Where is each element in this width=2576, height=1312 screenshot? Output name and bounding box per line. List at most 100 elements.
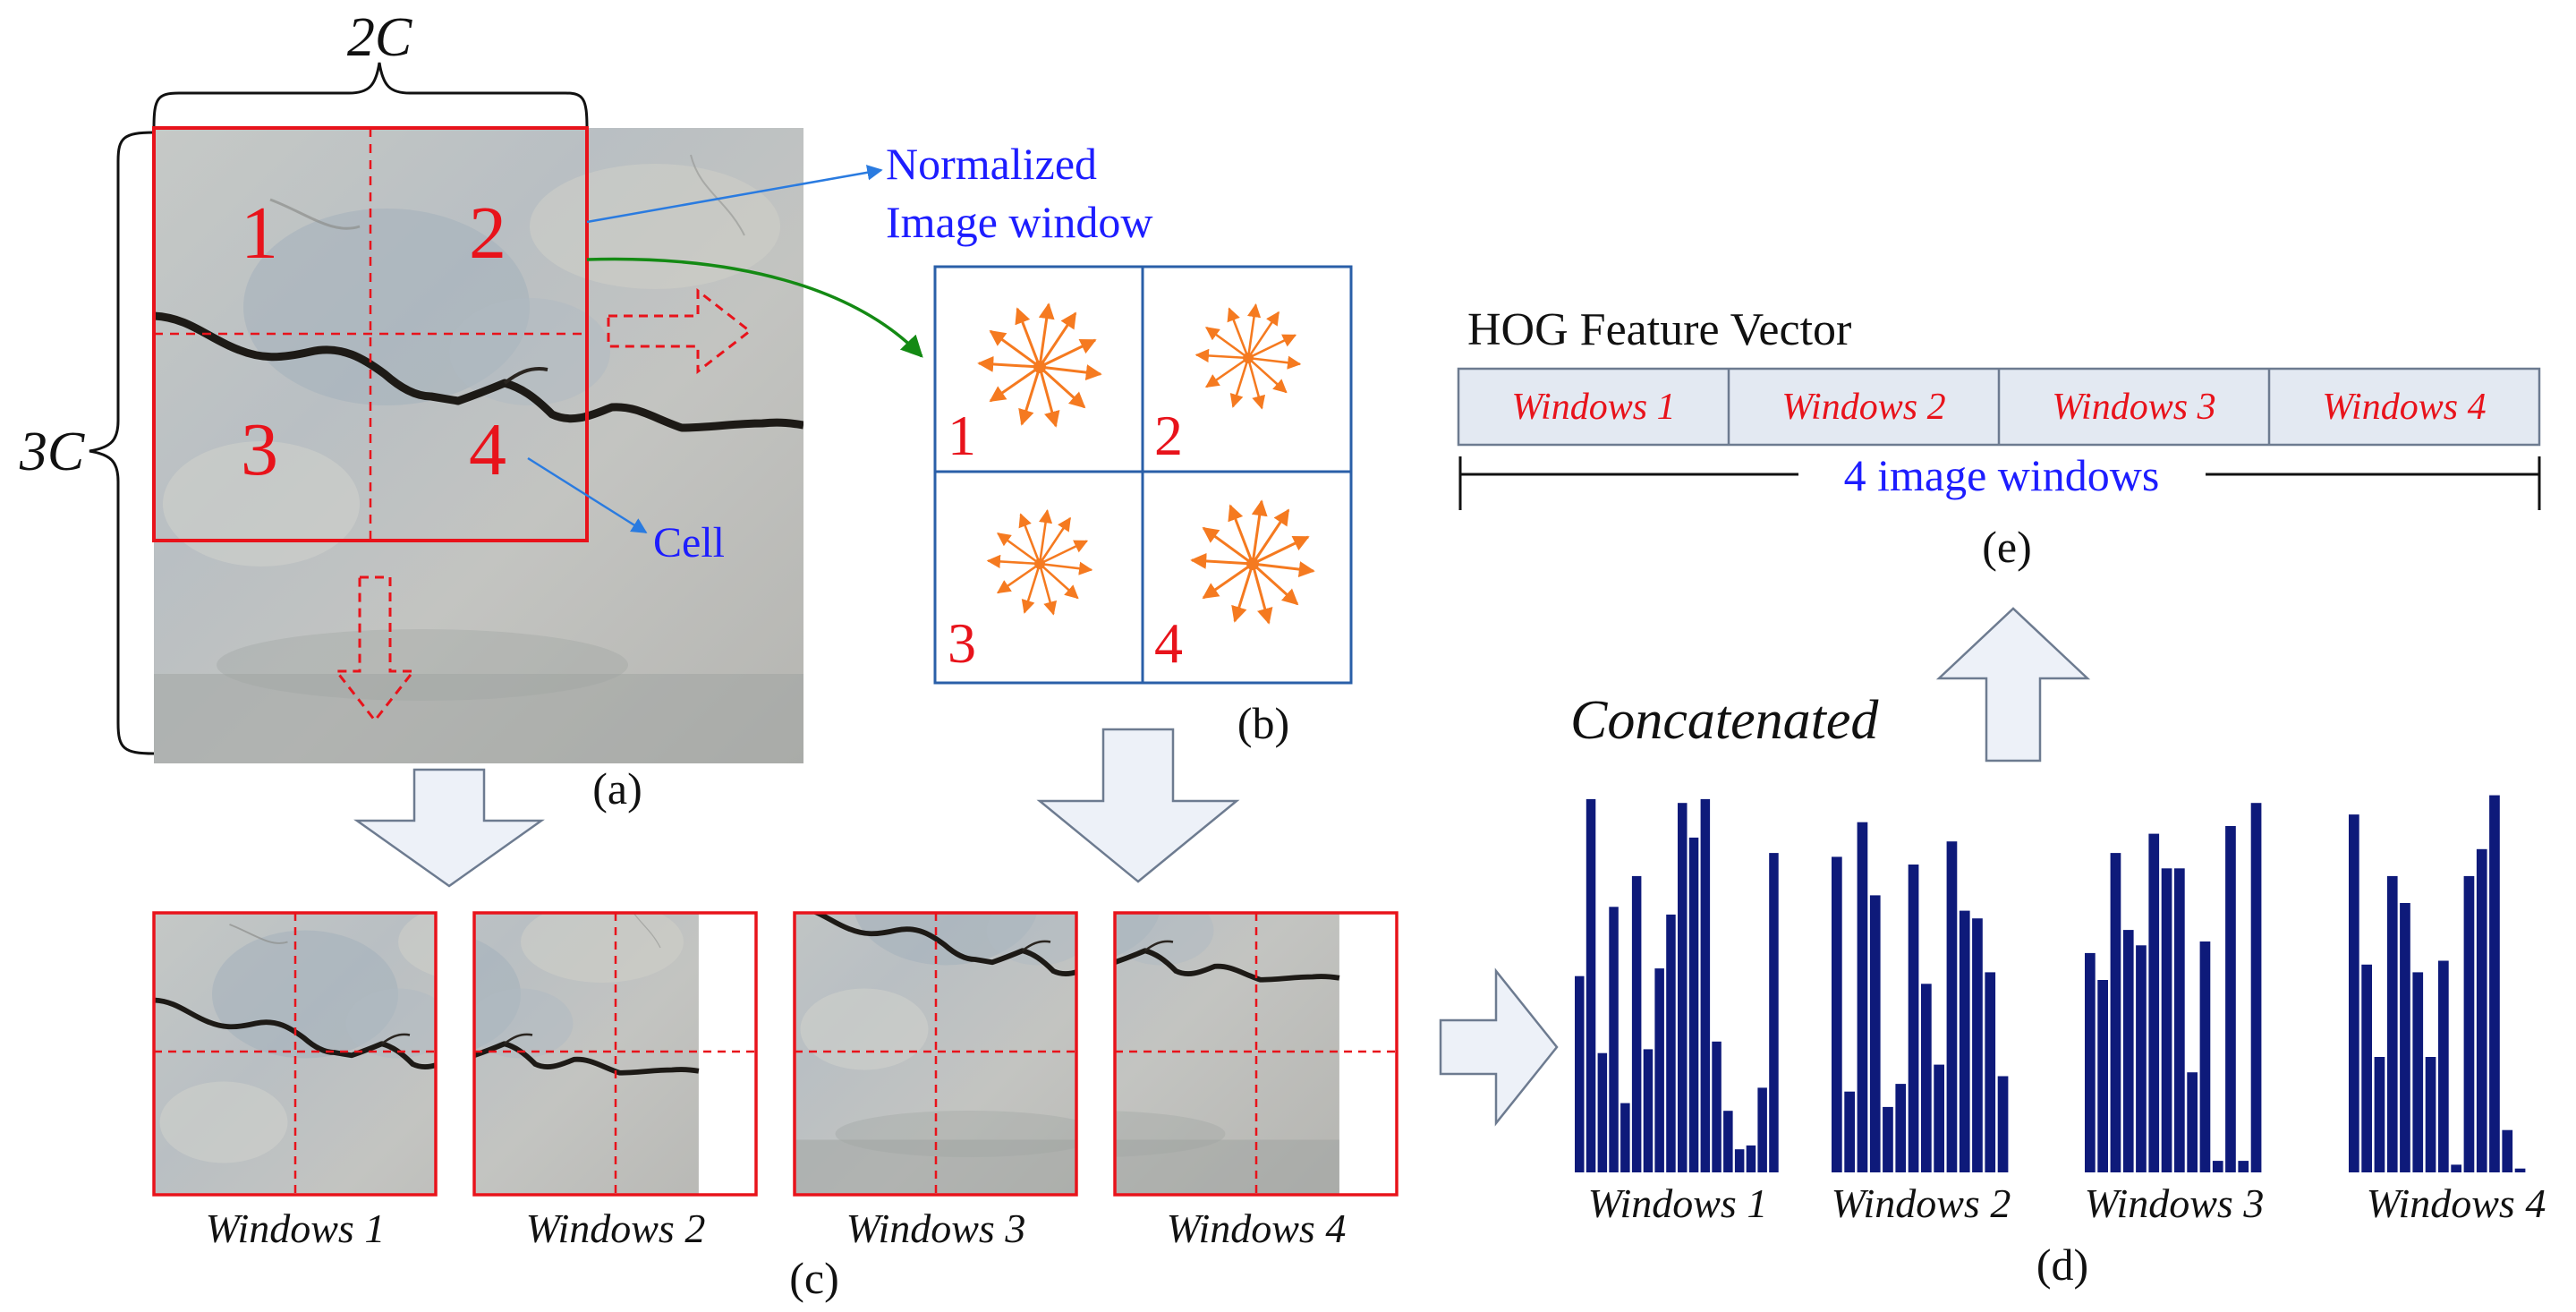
hist-1-bar-17	[1757, 1087, 1767, 1172]
dim-width-label: 2C	[347, 7, 412, 68]
hist-3-bar-12	[2225, 826, 2236, 1172]
panel-d-label: (d)	[2036, 1240, 2088, 1290]
dim-height-label: 3C	[19, 422, 85, 482]
hist-1-bar-14	[1723, 1111, 1733, 1172]
hog-vector-title: HOG Feature Vector	[1467, 304, 1851, 355]
hist-2-bar-13	[1985, 972, 1996, 1172]
hist-4-bar-4	[2386, 875, 2398, 1172]
hist-4-bar-14	[2514, 1168, 2526, 1172]
hist-4-bar-8	[2438, 960, 2449, 1172]
b-cell-4-number: 4	[1154, 611, 1183, 675]
hist-2-bar-3	[1857, 822, 1868, 1172]
hist-2-bar-5	[1883, 1106, 1893, 1172]
hist-1-bar-12	[1700, 798, 1711, 1172]
hist-4-bar-2	[2361, 964, 2372, 1172]
window-2-label: Windows 2	[526, 1206, 706, 1251]
window-1-label: Windows 1	[206, 1206, 386, 1251]
window-3-label: Windows 3	[846, 1206, 1026, 1251]
panel-c-label: (c)	[789, 1253, 839, 1303]
hist-4-bar-3	[2374, 1057, 2385, 1172]
hist-1-bar-9	[1666, 914, 1676, 1172]
slide-down-arrow	[333, 575, 417, 723]
hist-4-bar-6	[2412, 972, 2424, 1172]
window-4-frame	[1113, 911, 1399, 1197]
hist-4-bar-10	[2463, 875, 2475, 1172]
callout-cell: Cell	[653, 519, 725, 567]
panel-a-label: (a)	[592, 763, 642, 814]
hist-3-bar-11	[2212, 1161, 2223, 1172]
hist-1-bar-5	[1620, 1103, 1630, 1172]
window-4-label: Windows 4	[1167, 1206, 1347, 1251]
hist-1-bar-1	[1575, 975, 1585, 1172]
hist-1-bar-6	[1631, 875, 1642, 1172]
hist-4-bar-11	[2476, 848, 2487, 1172]
hist-4-bar-12	[2489, 795, 2500, 1172]
cell-2-number: 2	[469, 192, 506, 275]
b-cell-2-number: 2	[1154, 404, 1183, 467]
cell-1-number: 1	[241, 192, 278, 275]
vector-segment-3: Windows 3	[2052, 387, 2215, 428]
window-3-frame	[793, 911, 1078, 1197]
hist-1-bar-18	[1769, 853, 1779, 1172]
cell-3-number: 3	[241, 408, 278, 491]
hist-1-bar-3	[1597, 1052, 1608, 1172]
window-2-frame	[472, 911, 758, 1197]
hist-2-bar-12	[1972, 918, 1983, 1172]
window-1-frame	[152, 911, 438, 1197]
vector-segment-4: Windows 4	[2322, 387, 2486, 428]
height-brace	[89, 131, 155, 755]
hist-1-label: Windows 1	[1588, 1180, 1768, 1226]
hist-3-bar-8	[2174, 868, 2185, 1172]
cell-callout-arrow	[527, 456, 648, 534]
hist-4-bar-5	[2400, 903, 2410, 1172]
width-brace	[152, 62, 589, 129]
hist-2-bar-14	[1997, 1076, 2009, 1172]
hist-3-bar-13	[2238, 1161, 2249, 1172]
hist-1-bar-10	[1678, 803, 1688, 1172]
panel-c: Windows 1 Windows 2 Windows 3 Windows 4 …	[152, 911, 1399, 1303]
hist-3-bar-2	[2097, 980, 2108, 1172]
hist-3-label: Windows 3	[2085, 1180, 2265, 1226]
hist-1-bar-2	[1586, 798, 1596, 1172]
block-arrow-c-to-d	[1439, 967, 1559, 1127]
green-curve-arrow	[586, 257, 923, 358]
hist-3-bar-14	[2250, 803, 2262, 1172]
hist-1-bar-15	[1734, 1149, 1745, 1172]
vector-segment-2: Windows 2	[1781, 387, 1945, 428]
hist-3-bar-4	[2122, 930, 2134, 1172]
hist-3-bar-6	[2148, 833, 2160, 1172]
concatenated-label: Concatenated	[1570, 690, 1879, 751]
span-bracket	[1458, 456, 2541, 510]
panel-e: HOG Feature Vector Windows 1 Windows 2 W…	[1457, 304, 2541, 572]
callout-normalized-line1: Normalized	[886, 139, 1097, 189]
block-arrow-d-to-e	[1935, 607, 2091, 762]
hist-4-bar-9	[2451, 1164, 2461, 1172]
hist-3-bar-9	[2187, 1072, 2198, 1172]
hist-4-label: Windows 4	[2367, 1180, 2546, 1226]
hist-1-bar-11	[1688, 837, 1699, 1172]
hist-2-bar-10	[1946, 841, 1958, 1172]
hist-3-bar-3	[2110, 853, 2121, 1172]
b-cell-3-number: 3	[948, 611, 976, 675]
hist-3-bar-10	[2199, 941, 2211, 1172]
hist-2-bar-9	[1934, 1064, 1944, 1172]
callout-normalized-line2: Image window	[886, 197, 1153, 247]
hist-2-bar-1	[1832, 856, 1842, 1172]
b-cell-1-number: 1	[948, 404, 976, 467]
normalized-callout-arrow	[586, 165, 883, 224]
span-label: 4 image windows	[1844, 450, 2160, 500]
block-arrow-b-to-c	[1036, 728, 1240, 883]
hist-1-bar-8	[1654, 968, 1664, 1172]
cell-4-number: 4	[469, 408, 506, 491]
hist-2-bar-7	[1908, 865, 1919, 1172]
slide-right-arrow	[607, 287, 752, 375]
hist-4-bar-7	[2425, 1057, 2436, 1172]
hist-1-bar-13	[1712, 1041, 1722, 1172]
hist-2-label: Windows 2	[1832, 1180, 2011, 1226]
panel-e-label: (e)	[1982, 522, 2032, 572]
vector-segment-1: Windows 1	[1511, 387, 1675, 428]
hist-4-bar-1	[2349, 814, 2359, 1172]
hist-2-bar-8	[1921, 984, 1932, 1172]
panel-b-label: (b)	[1237, 698, 1289, 748]
